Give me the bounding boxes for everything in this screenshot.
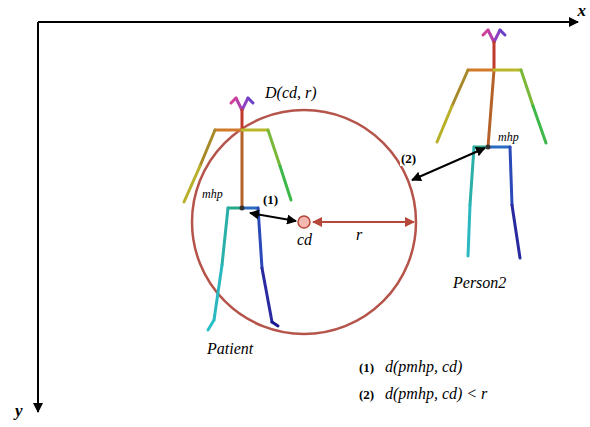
disk-label: D(cd, r) (264, 84, 318, 102)
formula-label: d(pmhp, cd) < r (384, 385, 488, 403)
distance-arrow (250, 213, 296, 221)
callout-number: (1) (262, 193, 279, 207)
disk-outline (192, 110, 416, 334)
y-axis (37, 22, 39, 412)
axis-label: x (577, 2, 588, 21)
callout-number: (1) (358, 361, 375, 375)
patient-skeleton (184, 98, 291, 330)
person2-skeleton (437, 30, 546, 258)
joint-label: mhp (201, 188, 224, 201)
x-axis (38, 21, 578, 23)
centre-point (298, 216, 310, 228)
person-label: Patient (206, 340, 254, 358)
radius-label: r (355, 226, 363, 244)
formula-label: d(pmhp, cd) (384, 358, 463, 376)
joint-label: mhp (497, 131, 520, 144)
callout-number: (2) (358, 388, 375, 402)
radius-arrow (313, 221, 414, 223)
axis-label: y (14, 402, 24, 421)
point-label: cd (296, 231, 313, 249)
distance-arrow (412, 148, 485, 180)
joint-dot (486, 145, 491, 150)
callout-number: (2) (400, 152, 417, 166)
person-label: Person2 (452, 274, 507, 292)
joint-dot (240, 206, 245, 211)
